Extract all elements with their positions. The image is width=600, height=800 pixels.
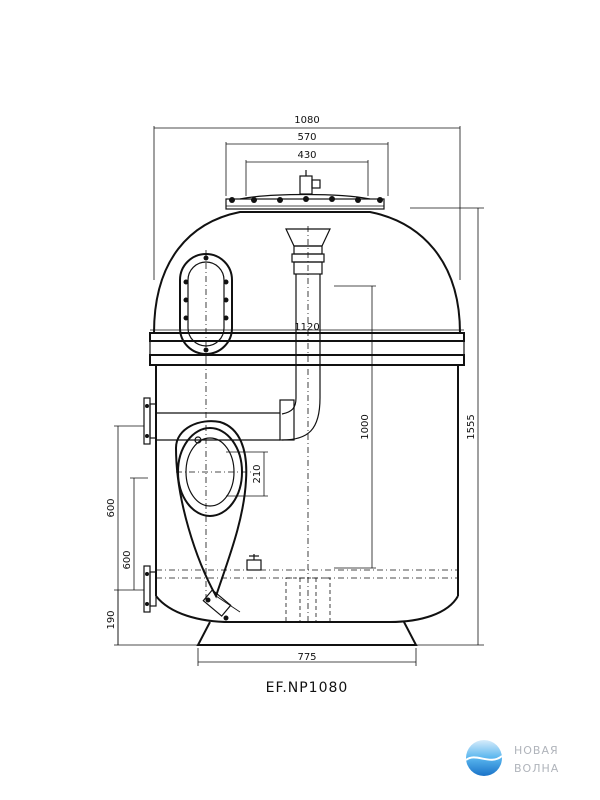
dimension-775: 775 [197, 648, 417, 666]
dimension-1080: 1080 [153, 115, 461, 280]
dim-label-570: 570 [297, 132, 316, 143]
dim-label-600-lower: 600 [122, 550, 133, 569]
dim-label-210: 210 [252, 464, 263, 483]
dimension-600-lower: 600 [122, 477, 148, 590]
dimension-430: 430 [245, 150, 369, 196]
dimension-570: 570 [225, 132, 389, 196]
model-label: EF.NP1080 [266, 680, 349, 696]
tank-body [149, 193, 465, 646]
dim-label-600-upper: 600 [106, 498, 117, 517]
dimension-1555: 1555 [410, 207, 484, 646]
logo-line1: НОВАЯ [514, 744, 559, 757]
lower-nozzle [143, 565, 157, 613]
dimension-190: 190 [106, 589, 198, 646]
dimension-1120: 1120 [150, 322, 464, 333]
dim-label-1080: 1080 [294, 115, 319, 126]
top-flange-bolts [226, 196, 384, 207]
drain-fitting [202, 589, 241, 621]
dim-label-1120: 1120 [294, 322, 319, 333]
logo-line2: ВОЛНА [514, 762, 559, 775]
dim-label-1000: 1000 [360, 414, 371, 439]
air-valve [299, 170, 321, 195]
upper-nozzle [143, 397, 157, 445]
company-logo: НОВАЯ ВОЛНА [465, 740, 559, 776]
dim-label-1555: 1555 [466, 414, 477, 439]
dim-label-190: 190 [106, 610, 117, 629]
dim-label-775: 775 [297, 652, 316, 663]
centerlines [176, 226, 309, 622]
dim-label-430: 430 [297, 150, 316, 161]
dimension-1000: 1000 [334, 285, 376, 569]
dimension-210: 210 [226, 451, 268, 497]
